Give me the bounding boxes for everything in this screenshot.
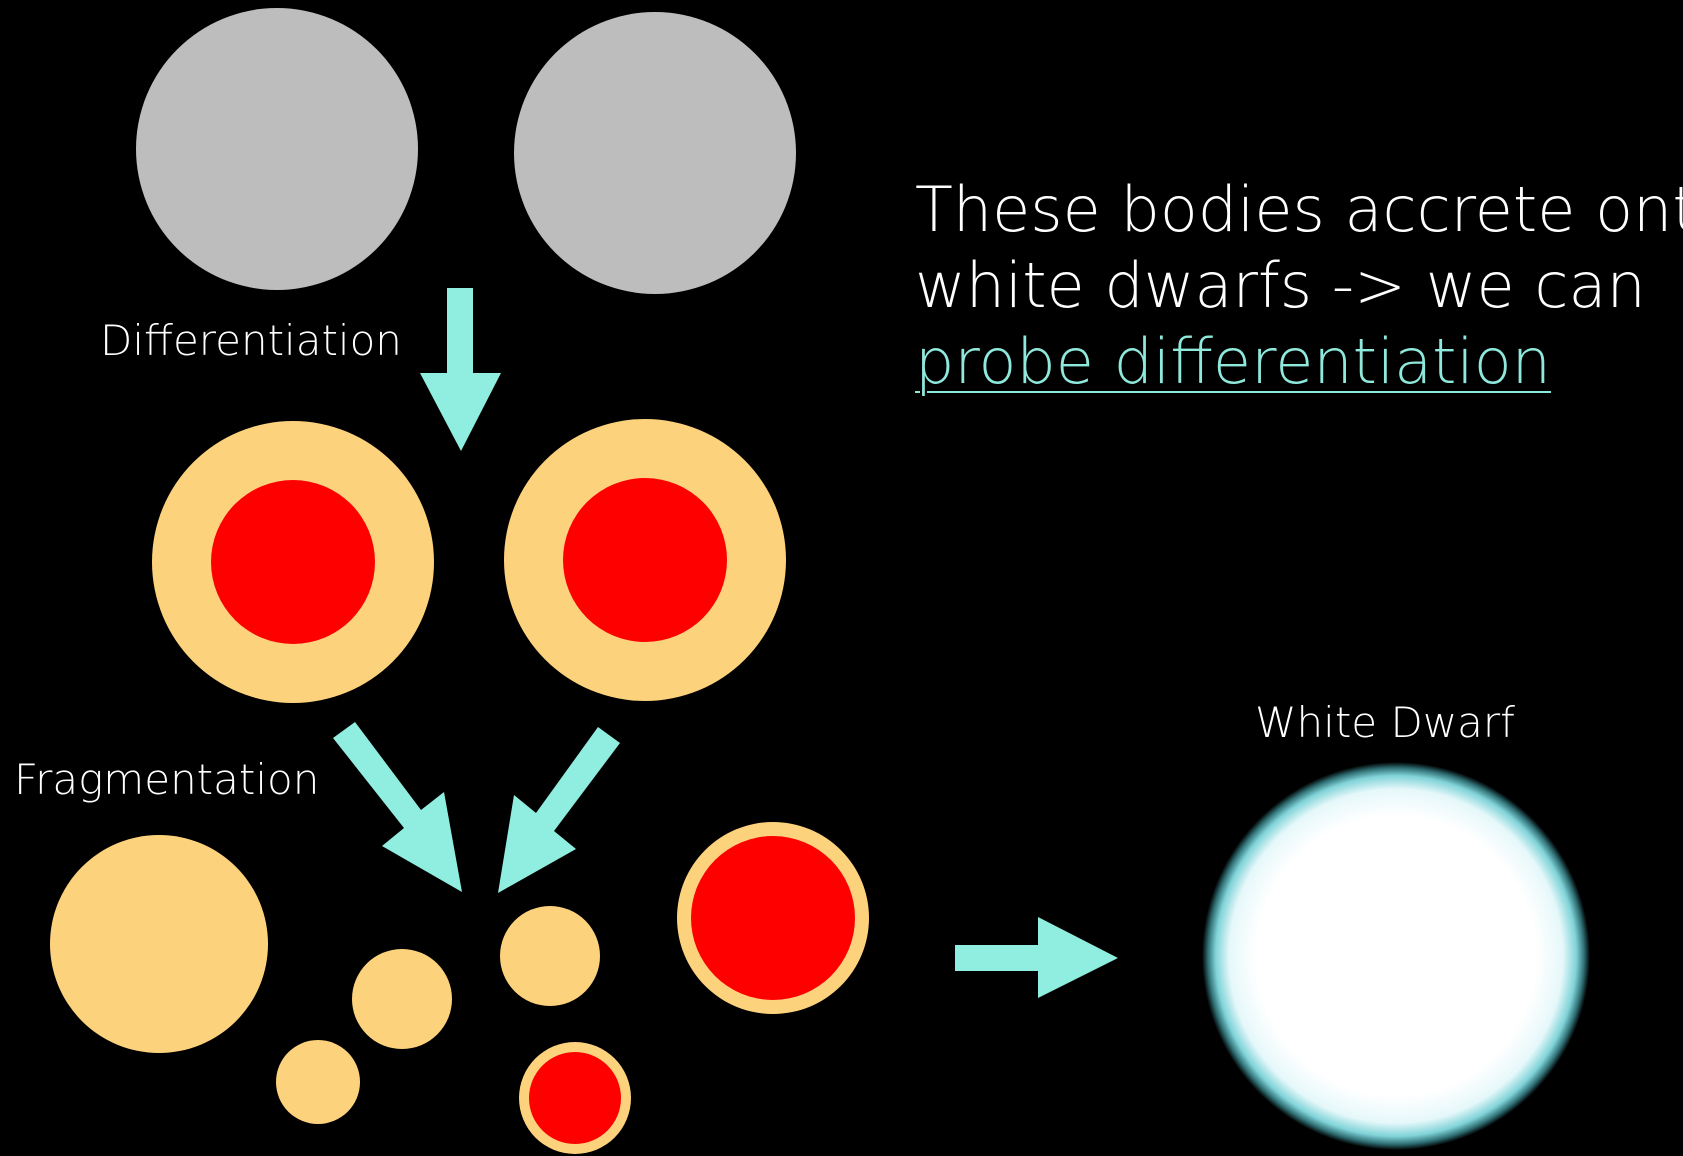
fragment-small-mantle <box>276 1040 360 1124</box>
undifferentiated-body-left <box>136 8 418 290</box>
fragment-small-mantle <box>352 949 452 1049</box>
fragmentation-label: Fragmentation <box>14 755 319 804</box>
core <box>563 478 727 642</box>
caption-line-1: These bodies accrete onto <box>915 172 1683 248</box>
core <box>691 836 855 1000</box>
core <box>211 480 375 644</box>
fragment-small-mantle <box>500 906 600 1006</box>
caption-text: These bodies accrete onto white dwarfs -… <box>915 172 1683 400</box>
core <box>529 1052 621 1144</box>
differentiated-body-right <box>504 419 786 701</box>
white-dwarf <box>1202 762 1590 1150</box>
differentiation-arrow <box>420 288 501 451</box>
undifferentiated-body-right <box>514 12 796 294</box>
fragmentation-arrow-left <box>333 722 462 892</box>
probe-differentiation-link[interactable]: probe differentiation <box>915 325 1551 398</box>
fragment-core-small <box>519 1042 631 1154</box>
fragment-large-mantle <box>50 835 268 1053</box>
fragment-core-large <box>677 822 869 1014</box>
accretion-arrow <box>955 917 1118 998</box>
fragmentation-arrow-right <box>498 727 620 893</box>
differentiation-label: Differentiation <box>100 316 402 365</box>
white-dwarf-label: White Dwarf <box>1255 698 1515 747</box>
differentiated-body-left <box>152 421 434 703</box>
caption-line-2: white dwarfs -> we can <box>915 248 1683 324</box>
